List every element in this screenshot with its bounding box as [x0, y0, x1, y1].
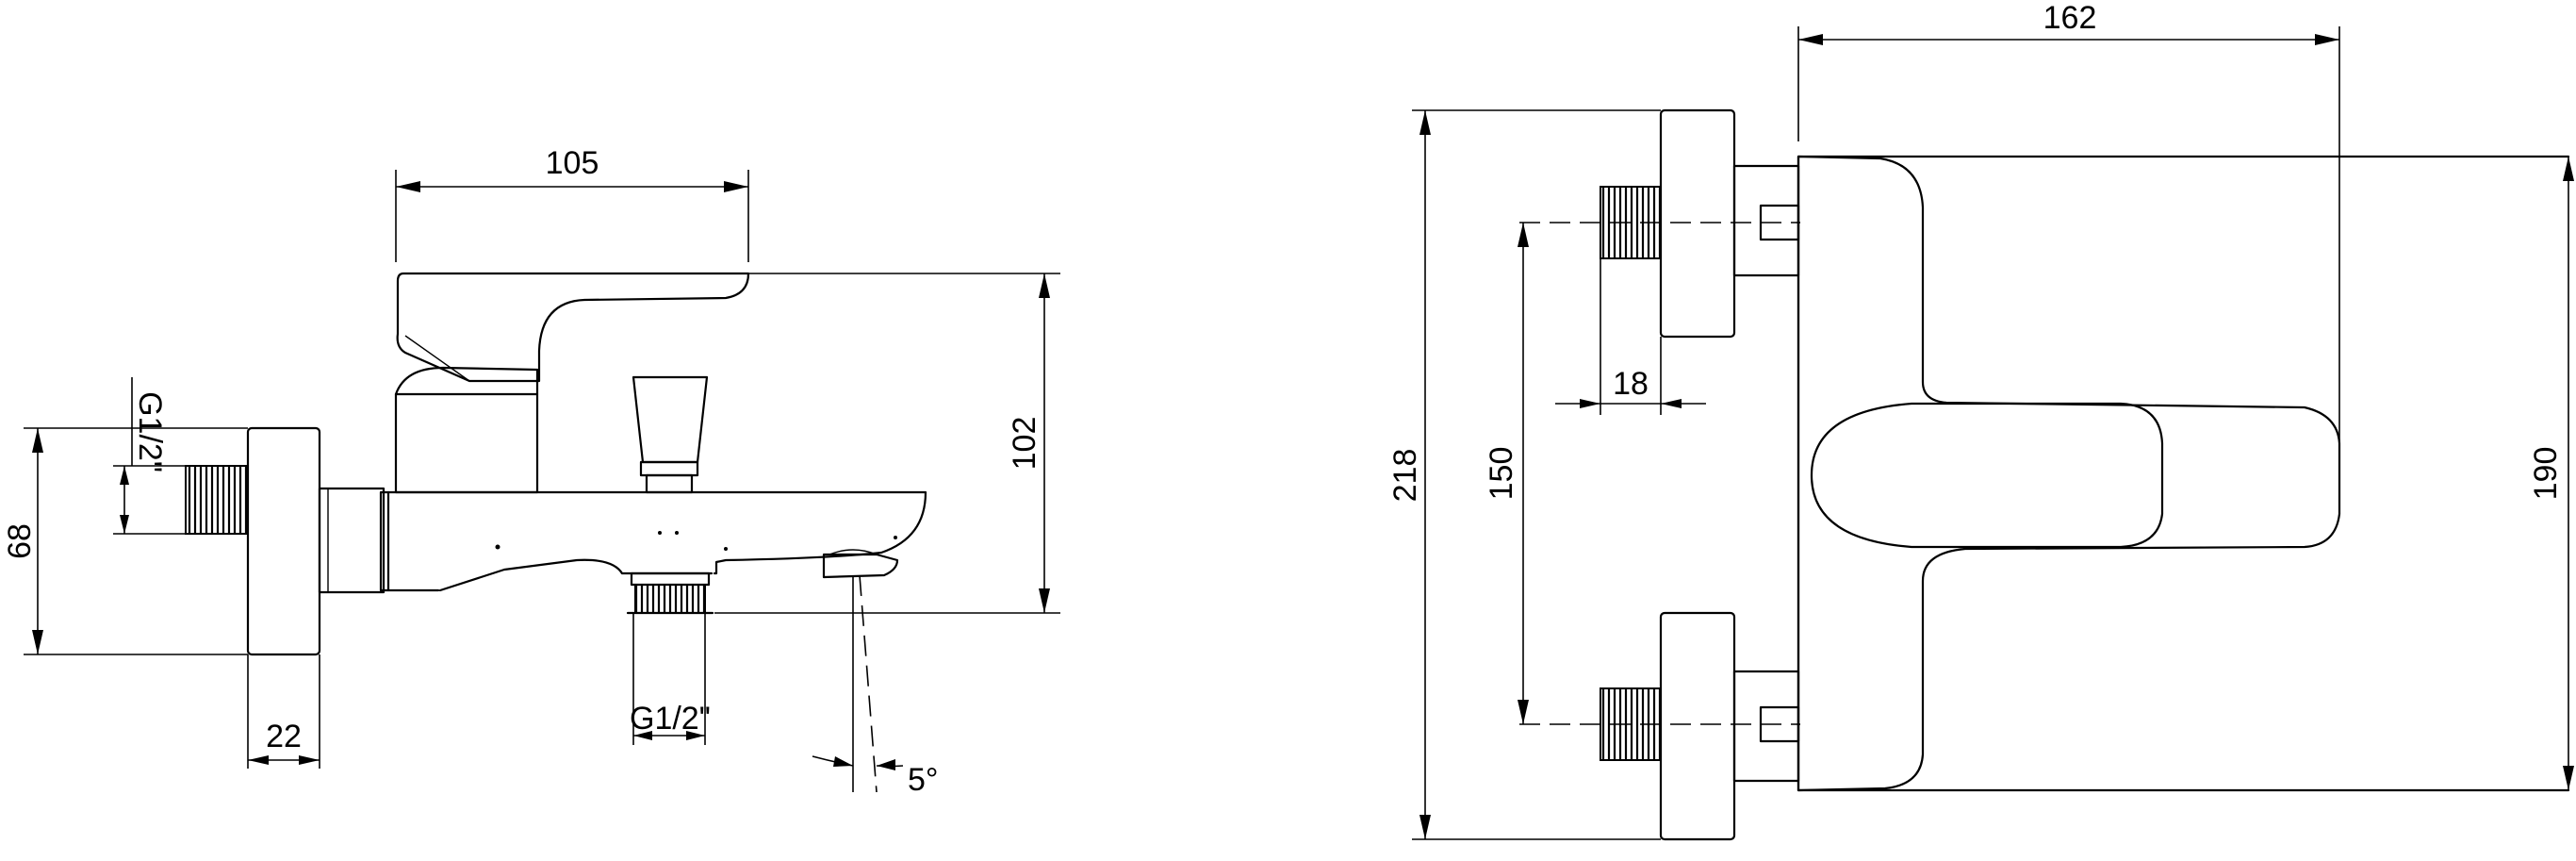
inlet-thread-dim: G1/2" — [113, 377, 186, 535]
outlet-thread-label: G1/2" — [630, 701, 711, 737]
cartridge-body — [394, 392, 539, 494]
lower-connector — [1732, 670, 1800, 783]
angle-5-label: 5° — [908, 762, 939, 798]
spout-specks — [495, 531, 897, 551]
inlet-thread-label: G1/2" — [132, 391, 168, 472]
dim-150-label: 150 — [1484, 447, 1519, 501]
dim-102: 102 — [714, 273, 1060, 614]
body-collar — [379, 490, 390, 592]
cartridge-cap — [394, 366, 539, 396]
dim-218-label: 218 — [1387, 449, 1423, 503]
angle-5: 5° — [812, 574, 939, 798]
dim-68-label: 68 — [2, 523, 38, 559]
dim-22: 22 — [247, 654, 320, 769]
mixer-body-outline — [1797, 155, 2341, 792]
dim-102-label: 102 — [1007, 417, 1042, 471]
dim-218: 218 — [1387, 109, 1661, 840]
upper-connector — [1732, 164, 1800, 277]
aerator — [822, 553, 899, 579]
dim-105-label: 105 — [546, 145, 599, 181]
body-connector — [318, 487, 386, 594]
wall-flange — [246, 426, 321, 656]
dim-18-label: 18 — [1613, 366, 1649, 402]
lower-flange — [1659, 611, 1736, 841]
lever-handle — [396, 272, 750, 383]
inlet-thread — [185, 465, 249, 535]
upper-flange — [1659, 108, 1736, 339]
dim-162-label: 162 — [2043, 0, 2097, 36]
side-view: 105 102 68 G1/2" — [2, 145, 1060, 798]
dim-18: 18 — [1555, 258, 1706, 415]
dim-150: 150 — [1484, 223, 1529, 724]
diverter-stem — [639, 460, 699, 477]
dim-22-label: 22 — [266, 719, 302, 754]
dim-105: 105 — [395, 145, 749, 262]
top-view: 162 218 150 18 — [1387, 0, 2574, 841]
shower-outlet-thread — [634, 584, 706, 614]
dim-162: 162 — [1797, 0, 2340, 443]
dim-190: 190 — [2528, 157, 2574, 790]
dim-68: 68 — [2, 427, 248, 655]
outlet-thread-dim: G1/2" — [630, 613, 711, 745]
diverter-base — [645, 473, 694, 494]
lever-handle-top — [1810, 402, 2164, 549]
shower-outlet-nut — [630, 571, 711, 587]
diverter-knob — [632, 375, 709, 464]
dim-190-label: 190 — [2528, 447, 2564, 501]
